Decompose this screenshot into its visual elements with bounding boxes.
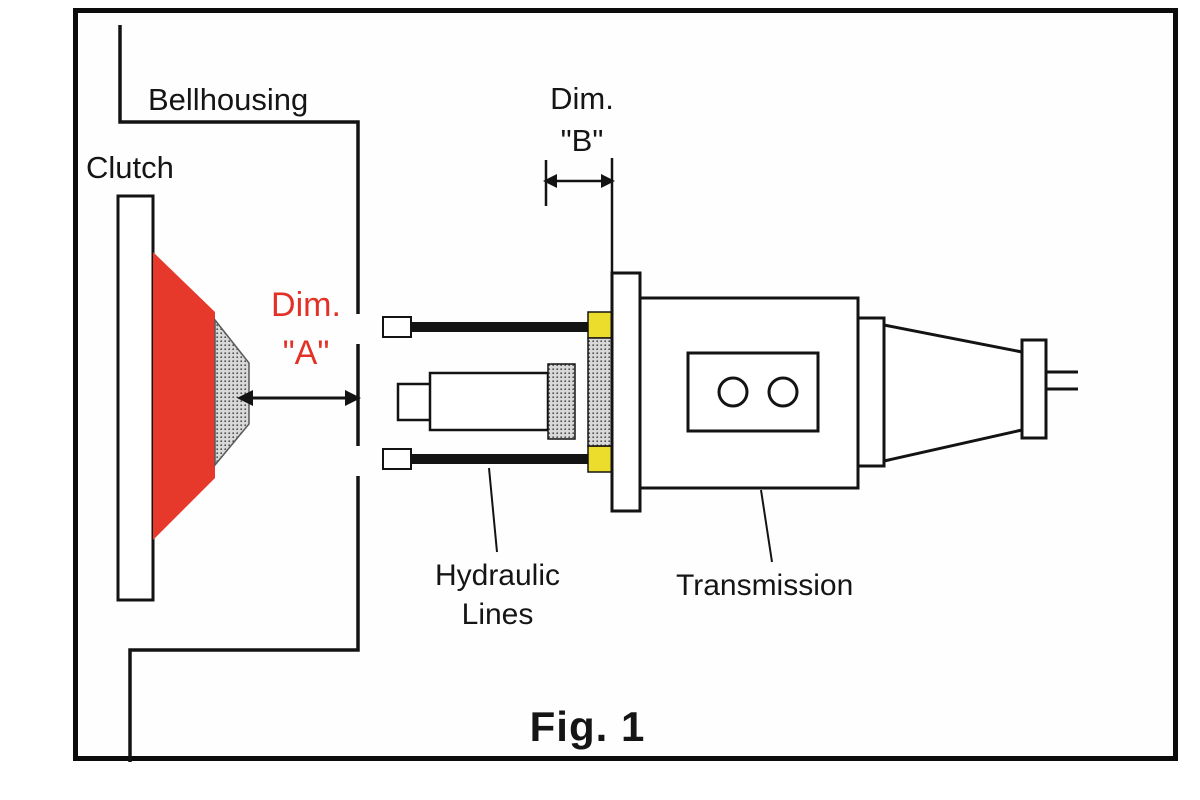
bearing-retainer bbox=[587, 337, 613, 447]
stud-seal-bottom bbox=[587, 445, 613, 473]
tail-end-cap bbox=[1020, 338, 1048, 440]
hydraulic-lines-label: Hydraulic Lines bbox=[415, 556, 580, 634]
dim-b-label: Dim. "B" bbox=[524, 78, 640, 162]
hydraulic-fitting-bottom bbox=[382, 448, 412, 470]
hydraulic-lines-label-line2: Lines bbox=[461, 598, 534, 631]
hydraulic-fitting-top bbox=[382, 316, 412, 338]
clutch-label: Clutch bbox=[86, 150, 174, 185]
output-shaft bbox=[1046, 370, 1078, 391]
input-shaft-tip bbox=[396, 382, 434, 422]
input-shaft-body bbox=[428, 371, 550, 432]
transmission-label: Transmission bbox=[676, 569, 854, 602]
dim-a-label-line1: Dim. bbox=[271, 286, 341, 324]
cover-bolt-left bbox=[717, 376, 749, 408]
dim-b-label-line2: "B" bbox=[560, 122, 604, 158]
dim-b-arrow bbox=[543, 158, 615, 274]
clutch-disc bbox=[116, 194, 155, 602]
hydraulic-leader-line bbox=[488, 467, 498, 553]
cover-bolt-right bbox=[767, 376, 799, 408]
tail-adapter bbox=[856, 316, 886, 468]
pressure-plate bbox=[153, 252, 215, 540]
bellhousing-label: Bellhousing bbox=[148, 82, 309, 117]
dim-a-arrow bbox=[237, 390, 361, 406]
dim-a-label-line2: "A" bbox=[282, 333, 330, 372]
dim-a-label: Dim. "A" bbox=[248, 282, 364, 377]
tail-housing-cone bbox=[882, 323, 1024, 463]
hydraulic-line-bottom bbox=[410, 454, 590, 464]
figure-title: Fig. 1 bbox=[529, 703, 646, 750]
transmission-front-plate bbox=[610, 271, 642, 513]
transmission-leader-line bbox=[760, 489, 773, 563]
input-shaft-splines bbox=[547, 363, 576, 440]
bellhousing-outline bbox=[118, 25, 360, 762]
clutch-hub-cone bbox=[214, 317, 250, 468]
hydraulic-line-top bbox=[410, 322, 590, 332]
hydraulic-lines-label-line1: Hydraulic bbox=[434, 559, 561, 592]
stud-seal-top bbox=[587, 311, 613, 339]
dim-b-label-line1: Dim. bbox=[550, 81, 614, 116]
